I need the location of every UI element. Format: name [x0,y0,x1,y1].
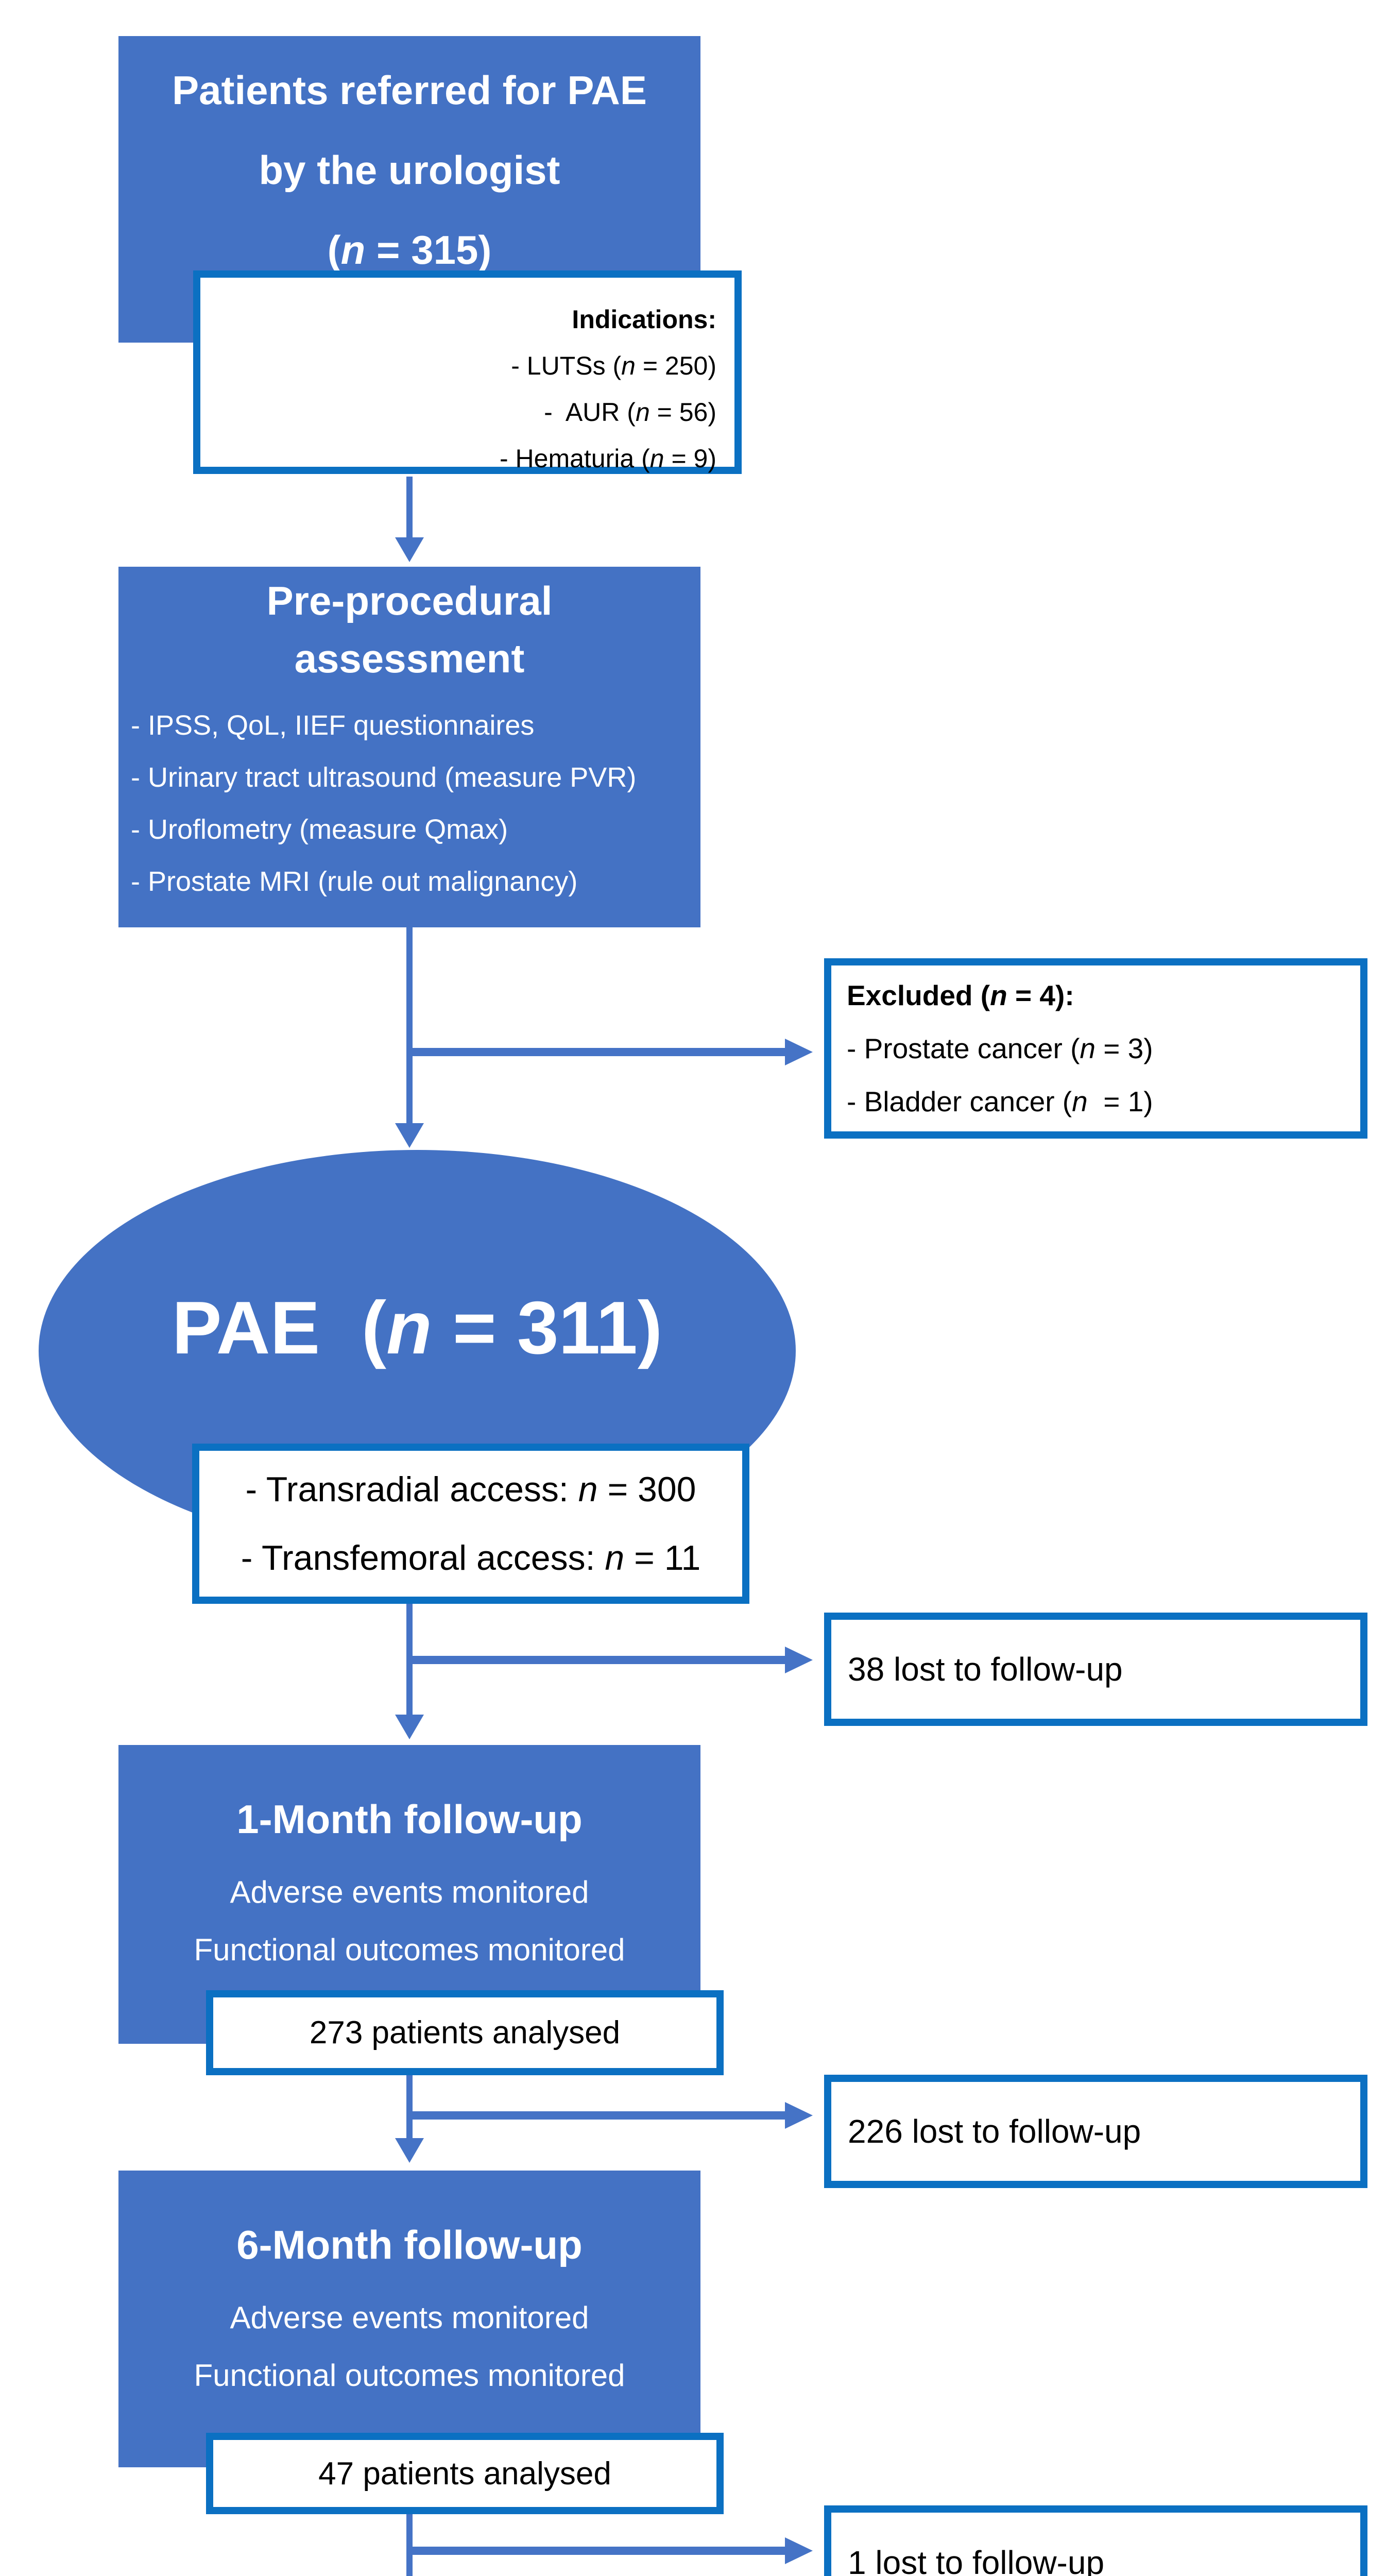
excluded-box: Excluded (n = 4): - Prostate cancer (n =… [824,958,1367,1139]
arrow-down-line [406,2514,413,2576]
access-item: - Transradial access: n = 300 [245,1469,696,1509]
arrow-down-head [395,537,424,562]
indications-item: - AUR (n = 56) [544,398,716,427]
analysed-label: 273 patients analysed [309,2015,621,2050]
followup-title: 6-Month follow-up [236,2222,583,2267]
referral-line: (n = 315) [327,227,492,273]
indications-item: - Hematuria (n = 9) [500,444,716,473]
excluded-item: - Bladder cancer (n = 1) [847,1085,1153,1117]
preprocedural-item: - Uroflometry (measure Qmax) [131,814,508,845]
access-item: - Transfemoral access: n = 11 [241,1538,701,1578]
arrow-right-head [785,2102,813,2129]
lost-to-followup-box-3: 1 lost to follow-up [824,2505,1367,2576]
preprocedural-item: - Urinary tract ultrasound (measure PVR) [131,762,637,793]
lost-to-followup-box-2: 226 lost to follow-up [824,2075,1367,2188]
arrow-down-line [406,927,413,1123]
lost-to-followup-box-1: 38 lost to follow-up [824,1613,1367,1726]
indications-item: - LUTSs (n = 250) [511,351,716,380]
pae-label: PAE (n = 311) [172,1285,663,1369]
arrow-down-head [395,1123,424,1148]
indications-title: Indications: [572,305,716,334]
excluded-title: Excluded (n = 4): [847,979,1074,1011]
arrow-right-head [785,2537,813,2564]
followup-box-6-month: 6-Month follow-up Adverse events monitor… [118,2171,700,2467]
arrow-down-head [395,2138,424,2163]
arrow-right-line [409,1048,785,1056]
arrow-right-line [409,1656,785,1664]
preprocedural-box: Pre-procedural assessment - IPSS, QoL, I… [118,567,700,927]
analysed-label: 47 patients analysed [318,2455,611,2492]
arrow-down-line [406,2075,413,2138]
arrow-down-line [406,477,413,537]
lost-label: 226 lost to follow-up [848,2113,1141,2150]
analysed-box-1: 273 patients analysed [206,1990,724,2075]
arrow-down-head [395,1715,424,1739]
followup-title: 1-Month follow-up [236,1797,583,1842]
analysed-box-2: 47 patients analysed [206,2433,724,2514]
arrow-right-head [785,1039,813,1065]
preprocedural-item: - IPSS, QoL, IIEF questionnaires [131,710,535,741]
referral-line: Patients referred for PAE [172,67,647,113]
preprocedural-title-line: Pre-procedural [266,578,553,623]
preprocedural-title-line: assessment [294,636,525,681]
referral-line: by the urologist [259,147,560,193]
followup-line: Functional outcomes monitored [194,1933,625,1967]
followup-line: Adverse events monitored [230,2300,589,2335]
followup-line: Functional outcomes monitored [194,2358,625,2393]
lost-label: 1 lost to follow-up [848,2544,1105,2576]
access-box: - Transradial access: n = 300 - Transfem… [192,1444,749,1604]
arrow-right-head [785,1647,813,1673]
indications-box: Indications: - LUTSs (n = 250) - AUR (n … [193,270,742,474]
arrow-right-line [409,2111,785,2120]
preprocedural-item: - Prostate MRI (rule out malignancy) [131,866,578,897]
arrow-right-line [409,2547,785,2555]
followup-line: Adverse events monitored [230,1875,589,1909]
excluded-item: - Prostate cancer (n = 3) [847,1032,1153,1064]
lost-label: 38 lost to follow-up [848,1651,1123,1688]
